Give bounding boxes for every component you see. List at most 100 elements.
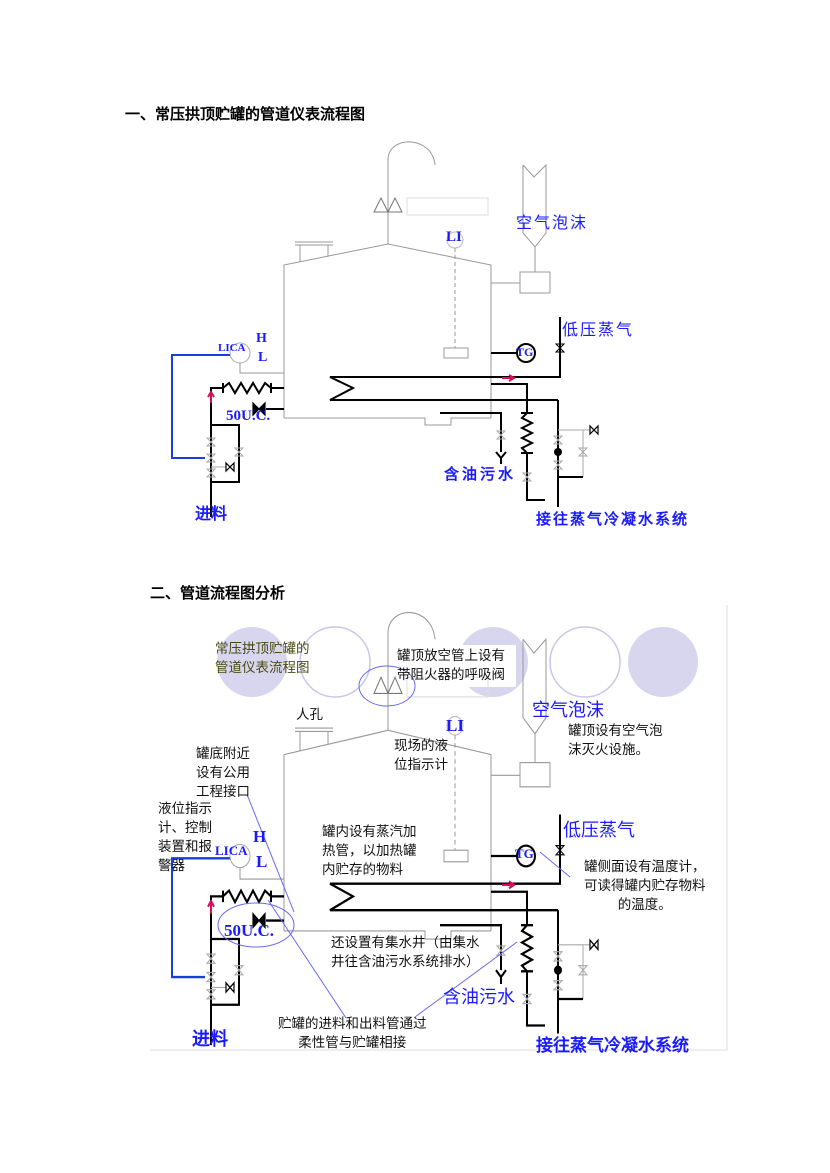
vent-gooseneck xyxy=(387,141,436,166)
steam-trap-icon xyxy=(519,412,535,454)
valve-icon xyxy=(552,979,564,991)
sight-glass-icon xyxy=(554,448,562,456)
valve-icon xyxy=(225,981,235,994)
flow-arrow-icon xyxy=(207,390,215,403)
li-label: LI xyxy=(446,229,462,245)
steam-coil xyxy=(329,317,561,401)
condensate-label: 接往蒸气冷凝水系统 xyxy=(536,1036,689,1055)
valve-icon xyxy=(205,453,217,463)
valve-icon xyxy=(552,435,564,445)
valve-icon xyxy=(233,964,245,976)
valve-icon xyxy=(521,472,533,482)
valve-icon xyxy=(205,989,217,1000)
tank-bottom xyxy=(284,930,491,940)
callout-ellipse xyxy=(217,902,295,948)
pid-diagram xyxy=(171,141,599,517)
low-steam-label: 低压蒸气 xyxy=(562,322,635,339)
tank-outline xyxy=(283,243,492,418)
feed-label: 进料 xyxy=(195,506,228,523)
tg-label: TG xyxy=(515,846,534,861)
flow-arrow-icon xyxy=(502,374,516,382)
lica-label: LICA xyxy=(215,843,248,858)
valve-icon xyxy=(552,951,564,962)
low-label: L xyxy=(256,852,268,871)
callout-ellipse xyxy=(358,665,416,707)
sight-glass-icon xyxy=(554,965,562,975)
callout-line xyxy=(247,796,295,913)
feed-line xyxy=(210,895,223,1046)
pipe-line xyxy=(526,453,545,501)
breather-valve-box xyxy=(406,197,489,216)
flame-arrester-icon xyxy=(373,676,403,695)
tg-label: TG xyxy=(516,345,534,359)
foam-funnel xyxy=(522,637,547,735)
bypass-loop xyxy=(211,424,240,483)
flame-arrester-icon xyxy=(373,196,403,213)
section-heading-1: 一、常压拱顶贮罐的管道仪表流程图 xyxy=(125,105,366,123)
breather-valve-box xyxy=(406,676,489,698)
lica-label: LICA xyxy=(218,342,246,354)
level-float xyxy=(443,347,469,359)
foam-chamber xyxy=(519,762,551,788)
annotation-breather-valve: 罐顶放空管上设有 带阻火器的呼吸阀 xyxy=(397,648,505,683)
annotation-utility: 罐底附近 设有公用 工程接口 xyxy=(196,746,250,800)
valve-icon xyxy=(252,911,266,930)
drain-line xyxy=(440,412,502,452)
high-label: H xyxy=(256,331,267,346)
flexible-hose-icon xyxy=(222,888,272,905)
condensate-line xyxy=(491,383,528,413)
condensate-label: 接往蒸气冷凝水系统 xyxy=(536,512,690,528)
oily-wastewater-label: 含油污水 xyxy=(443,987,515,1007)
bypass-line xyxy=(558,944,584,999)
highlight-circle xyxy=(549,626,621,698)
funnel-icon xyxy=(495,451,507,464)
flow-arrow-icon xyxy=(502,880,516,890)
air-foam-label: 空气泡沫 xyxy=(532,700,604,720)
annotation-level-gauge: 现场的液 位指示计 xyxy=(394,738,448,773)
valve-icon xyxy=(577,447,589,457)
annotation-background xyxy=(396,645,516,687)
valve-icon xyxy=(495,430,507,440)
valve-icon xyxy=(205,971,217,983)
flow-arrow-icon xyxy=(207,898,215,914)
callout-line xyxy=(414,941,518,1018)
foam-chamber xyxy=(519,271,551,294)
air-foam-label: 空气泡沫 xyxy=(516,215,589,232)
annotation-thermometer: 罐侧面设有温度计， 可读得罐内贮存物料 的温度。 xyxy=(584,859,706,913)
oily-wastewater-label: 含油污水 xyxy=(444,467,517,483)
low-steam-label: 低压蒸气 xyxy=(563,820,635,840)
callout-line xyxy=(267,899,347,1019)
bypass-loop xyxy=(211,937,240,1006)
manhole-label: 人孔 xyxy=(296,707,323,723)
utility-connection-label: 50U.C. xyxy=(226,408,271,424)
callout-lines xyxy=(150,605,728,1051)
steam-coil xyxy=(329,814,561,912)
valve-icon xyxy=(554,845,566,856)
highlight-circle xyxy=(299,626,371,698)
signal-line xyxy=(171,354,230,459)
valve-icon xyxy=(225,461,235,473)
pipe-line xyxy=(526,971,545,1027)
li-label: LI xyxy=(446,716,464,735)
low-label: L xyxy=(258,350,268,365)
condensate-line xyxy=(491,890,528,926)
annotation-heating-coil: 罐内设有蒸汽加 热管，以加热罐 内贮存的物料 xyxy=(322,824,417,878)
pid-diagram xyxy=(171,612,599,1046)
valve-icon xyxy=(233,447,245,457)
signal-line xyxy=(171,857,230,979)
valve-icon xyxy=(205,437,217,447)
annotation-foam-facility: 罐顶设有空气泡 沫灭火设施。 xyxy=(568,723,663,758)
pipe-line xyxy=(239,867,284,880)
feed-line xyxy=(210,387,223,517)
tank-bottom xyxy=(284,417,491,426)
annotation-title: 常压拱顶贮罐的 管道仪表流程图 xyxy=(215,641,310,676)
section-heading-2: 二、管道流程图分析 xyxy=(150,584,286,602)
pipe-line xyxy=(239,363,284,374)
foam-funnel xyxy=(522,163,547,248)
feed-label: 进料 xyxy=(192,1029,228,1049)
valve-icon xyxy=(589,424,599,436)
valve-icon xyxy=(205,468,217,478)
vent-gooseneck xyxy=(387,612,436,640)
utility-connection-label: 50U.C. xyxy=(224,921,275,940)
